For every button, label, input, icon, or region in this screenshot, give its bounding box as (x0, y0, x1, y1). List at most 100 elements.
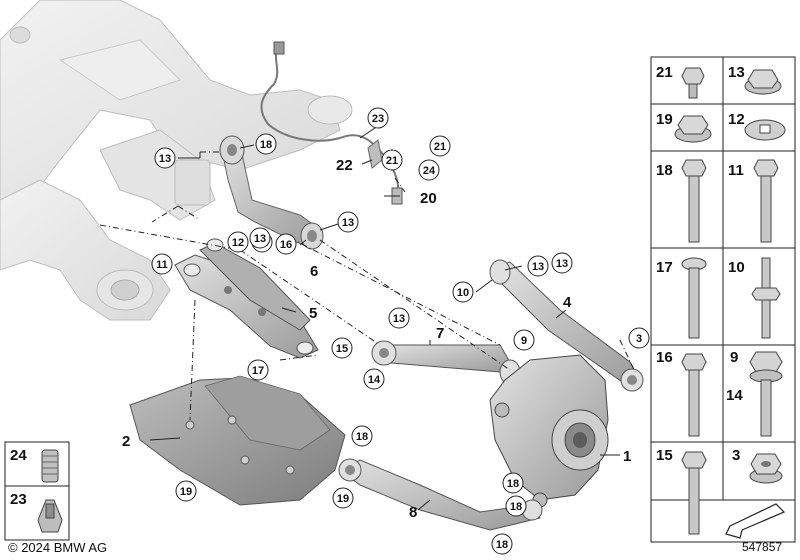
fastener-grid: 21 13 19 12 (650, 56, 796, 543)
callout-13: 13 (551, 252, 573, 274)
svg-text:18: 18 (507, 478, 519, 490)
callout-12: 13 (527, 255, 549, 277)
callout-19: 18 (351, 425, 373, 447)
callout-13: 13 (249, 227, 271, 249)
torx-bolt-icon (681, 257, 707, 339)
subframe (0, 0, 353, 321)
svg-text:12: 12 (728, 111, 745, 128)
clip-icon (37, 499, 63, 533)
small-parts-grid: 24 23 (4, 441, 70, 541)
underbody-shield (129, 375, 346, 506)
grid-cell-24[interactable]: 24 (10, 447, 59, 483)
svg-text:12: 12 (232, 237, 244, 249)
svg-text:21: 21 (434, 141, 446, 153)
callout-13: 13 (337, 211, 359, 233)
collar-nut-icon (681, 67, 705, 99)
svg-text:16: 16 (280, 239, 292, 251)
long-bolt-icon (681, 159, 707, 243)
callout-11: 11 (151, 253, 173, 275)
svg-text:18: 18 (656, 162, 673, 179)
svg-text:3: 3 (636, 333, 642, 345)
washer-icon (744, 119, 786, 141)
callout-10: 10 (452, 281, 474, 303)
long-bolt-icon (753, 159, 779, 243)
grid-cell-9[interactable]: 9 14 (726, 349, 783, 437)
long-bolt-icon (681, 353, 707, 437)
track-control-arm (489, 259, 644, 392)
svg-text:13: 13 (728, 64, 745, 81)
callout-12: 12 (227, 231, 249, 253)
label-8: 8 (409, 504, 417, 521)
wheel-carrier (489, 354, 609, 508)
grid-cell-13[interactable]: 13 (728, 64, 782, 95)
assembly-lines (99, 151, 636, 421)
camber-link (371, 340, 521, 385)
grid-cell-10[interactable]: 10 (728, 257, 781, 339)
svg-text:18: 18 (356, 431, 368, 443)
svg-text:10: 10 (457, 287, 469, 299)
svg-text:21: 21 (656, 64, 673, 81)
callout-17: 15 (331, 337, 353, 359)
svg-text:16: 16 (656, 349, 673, 366)
svg-text:15: 15 (656, 447, 673, 464)
eccentric-bolt-icon (749, 351, 783, 437)
svg-text:10: 10 (728, 259, 745, 276)
stud-bolt-icon (751, 257, 781, 339)
callout-19: 18 (502, 472, 524, 494)
callout-9: 3 (628, 327, 650, 349)
svg-text:24: 24 (423, 165, 436, 177)
callout-18: 18 (491, 533, 513, 555)
grid-cell-16[interactable]: 16 (656, 349, 707, 437)
svg-text:18: 18 (496, 539, 508, 551)
grid-cell-11[interactable]: 11 (728, 159, 779, 243)
svg-text:14: 14 (368, 374, 381, 386)
svg-text:13: 13 (342, 217, 354, 229)
grid-cell-12[interactable]: 12 (728, 111, 786, 141)
callout-14: 9 (513, 329, 535, 351)
callout-18: 18 (505, 495, 527, 517)
svg-text:18: 18 (260, 139, 272, 151)
flange-nut-icon (744, 69, 782, 95)
label-2: 2 (122, 433, 130, 450)
svg-text:13: 13 (159, 153, 171, 165)
svg-text:19: 19 (180, 486, 192, 498)
grid-cell-19[interactable]: 19 (656, 111, 712, 143)
grid-cell-21[interactable]: 21 (656, 64, 705, 99)
callout-16: 16 (275, 233, 297, 255)
svg-text:11: 11 (156, 259, 168, 271)
grid-cell-3[interactable]: 3 (732, 447, 783, 484)
svg-text:11: 11 (728, 162, 744, 179)
label-4: 4 (563, 294, 572, 311)
direction-arrow-icon (725, 503, 786, 539)
label-22: 22 (336, 157, 353, 174)
svg-text:13: 13 (254, 233, 266, 245)
label-1: 1 (623, 448, 631, 465)
callout-13: 13 (154, 147, 176, 169)
grid-cell-23[interactable]: 23 (10, 491, 63, 533)
callout-18: 18 (255, 133, 277, 155)
svg-text:23: 23 (10, 491, 27, 508)
callout-13: 13 (388, 307, 410, 329)
diagram-id: 547857 (742, 540, 783, 554)
svg-text:19: 19 (337, 493, 349, 505)
lower-link (338, 458, 543, 531)
callout-13: 17 (247, 359, 269, 381)
callout-18: 19 (332, 487, 354, 509)
svg-text:14: 14 (726, 387, 743, 404)
svg-text:21: 21 (386, 155, 398, 167)
label-5: 5 (309, 305, 317, 322)
svg-text:9: 9 (521, 335, 527, 347)
grid-cell-17[interactable]: 17 (656, 257, 707, 339)
grid-cell-18[interactable]: 18 (656, 159, 707, 243)
threaded-insert-icon (41, 449, 59, 483)
copyright-text: © 2024 BMW AG (8, 540, 108, 555)
toe-link-bracket (174, 238, 319, 359)
upper-control-arm (219, 135, 324, 250)
long-bolt-icon (681, 451, 707, 535)
label-7: 7 (436, 325, 444, 342)
svg-text:13: 13 (556, 258, 568, 270)
svg-text:23: 23 (372, 113, 384, 125)
svg-text:3: 3 (732, 447, 740, 464)
grid-cell-15[interactable]: 15 (656, 447, 707, 535)
